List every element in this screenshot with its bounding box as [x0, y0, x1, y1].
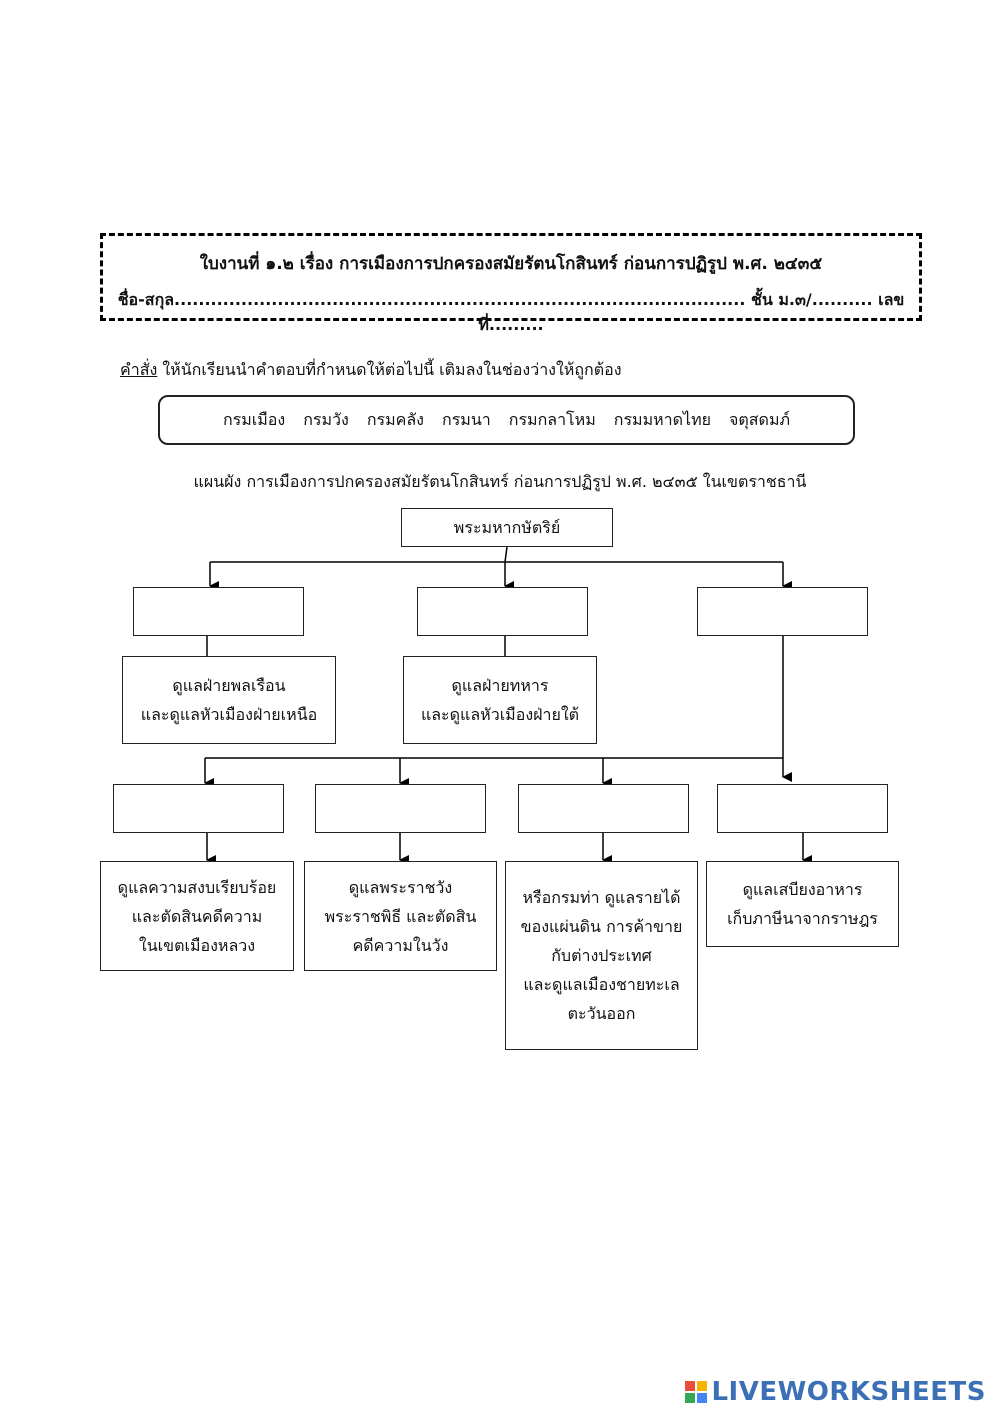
answer-blank-5[interactable]: [315, 784, 486, 833]
desc-palace-affairs: ดูแลพระราชวัง พระราชพิธี และตัดสิน คดีคว…: [304, 861, 497, 971]
word-bank-item: กรมวัง: [303, 409, 349, 429]
desc-line: และดูแลหัวเมืองฝ่ายเหนือ: [140, 705, 318, 724]
desc-line: ดูแลฝ่ายทหาร: [451, 676, 549, 695]
liveworksheets-logo: LIVEWORKSHEETS: [685, 1377, 986, 1407]
desc-treasury-affairs: หรือกรมท่า ดูแลรายได้ ของแผ่นดิน การค้าข…: [505, 861, 698, 1050]
desc-civil-affairs: ดูแลฝ่ายพลเรือน และดูแลหัวเมืองฝ่ายเหนือ: [122, 656, 336, 744]
answer-blank-3[interactable]: [697, 587, 868, 636]
diagram-caption: แผนผัง การเมืองการปกครองสมัยรัตนโกสินทร์…: [193, 472, 807, 491]
word-bank-item: กรมกลาโหม: [508, 409, 596, 429]
worksheet-header: ใบงานที่ ๑.๒ เรื่อง การเมืองการปกครองสมั…: [100, 233, 922, 334]
desc-line: หรือกรมท่า ดูแลรายได้: [522, 888, 681, 907]
instruction-label: คำสั่ง: [120, 360, 158, 379]
desc-line: ตะวันออก: [567, 1004, 636, 1023]
instruction: คำสั่ง ให้นักเรียนนำคำตอบที่กำหนดให้ต่อไ…: [120, 358, 622, 383]
desc-military-affairs: ดูแลฝ่ายทหาร และดูแลหัวเมืองฝ่ายใต้: [403, 656, 597, 744]
desc-line: ดูแลความสงบเรียบร้อย: [117, 877, 277, 897]
root-label: พระมหากษัตริย์: [453, 518, 561, 537]
root-king-box: พระมหากษัตริย์: [401, 508, 613, 547]
word-bank-item: จตุสดมภ์: [729, 409, 791, 429]
desc-agriculture-affairs: ดูแลเสบียงอาหาร เก็บภาษีนาจากราษฎร: [706, 861, 899, 947]
desc-line: ดูแลเสบียงอาหาร: [742, 880, 863, 899]
answer-blank-2[interactable]: [417, 587, 588, 636]
desc-line: กับต่างประเทศ: [551, 946, 652, 965]
word-bank-item: กรมคลัง: [366, 409, 424, 429]
desc-line: ในเขตเมืองหลวง: [138, 935, 256, 955]
root-connector: [504, 546, 508, 563]
desc-line: และดูแลเมืองชายทะเล: [523, 975, 680, 994]
word-bank-item: กรมมหาดไทย: [613, 409, 712, 429]
desc-line: ของแผ่นดิน การค้าขาย: [520, 917, 683, 936]
word-bank-item: กรมนา: [442, 409, 491, 429]
answer-blank-6[interactable]: [518, 784, 689, 833]
desc-line: ดูแลฝ่ายพลเรือน: [172, 676, 286, 695]
instruction-text: ให้นักเรียนนำคำตอบที่กำหนดให้ต่อไปนี้ เต…: [157, 360, 622, 379]
name-line: ชื่อ-สกุล...............................…: [117, 290, 905, 334]
answer-blank-4[interactable]: [113, 784, 284, 833]
desc-line: พระราชพิธี และตัดสิน: [324, 906, 477, 926]
worksheet-title: ใบงานที่ ๑.๒ เรื่อง การเมืองการปกครองสมั…: [199, 254, 823, 274]
desc-city-affairs: ดูแลความสงบเรียบร้อย และตัดสินคดีความ ใน…: [100, 861, 294, 971]
logo-mark-icon: [685, 1381, 708, 1403]
desc-line: ดูแลพระราชวัง: [348, 877, 453, 897]
word-bank: กรมเมือง กรมวัง กรมคลัง กรมนา กรมกลาโหม …: [158, 395, 855, 445]
word-bank-item: กรมเมือง: [222, 409, 286, 429]
logo-text: LIVEWORKSHEETS: [711, 1377, 986, 1407]
answer-blank-7[interactable]: [717, 784, 888, 833]
desc-line: คดีความในวัง: [352, 935, 449, 955]
desc-line: และดูแลหัวเมืองฝ่ายใต้: [420, 705, 580, 724]
answer-blank-1[interactable]: [133, 587, 304, 636]
desc-line: เก็บภาษีนาจากราษฎร: [727, 909, 878, 928]
desc-line: และตัดสินคดีความ: [131, 906, 263, 926]
